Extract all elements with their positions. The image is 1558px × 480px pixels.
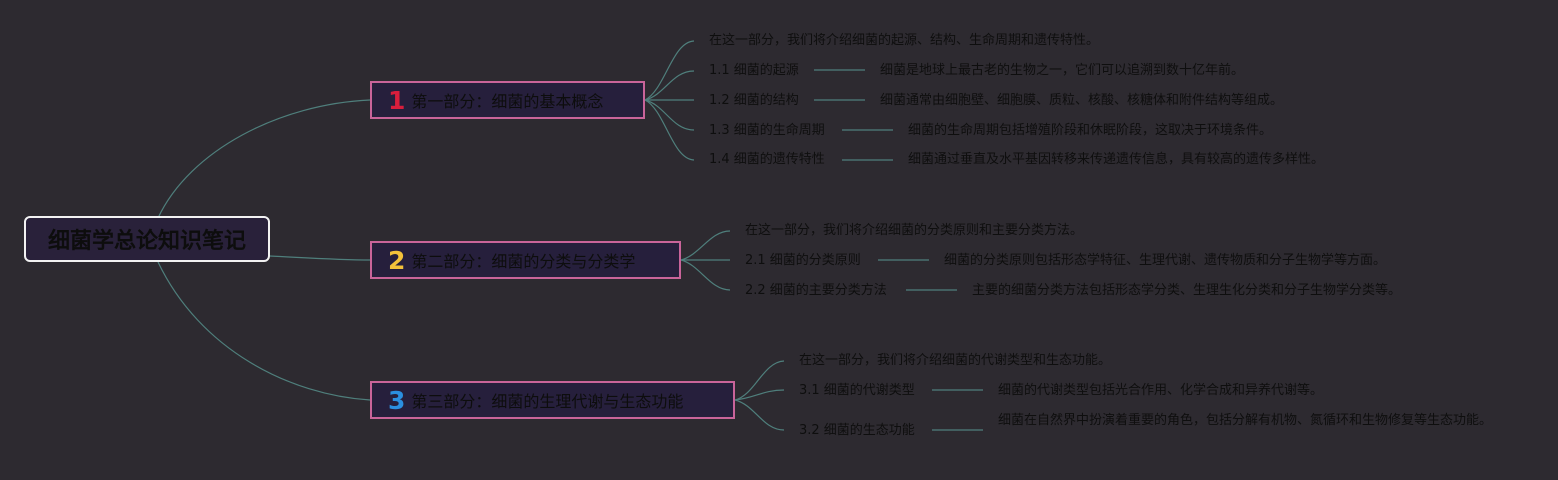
branch-title-2: 第二部分：细菌的分类与分类学: [411, 252, 636, 271]
connector-b1-intro: [644, 40, 695, 101]
connector-b2-intro: [680, 230, 731, 261]
leaf-b2-sub1-label[interactable]: 2.1 细菌的分类原则: [745, 253, 861, 268]
branch-node-2[interactable]: 2 第二部分：细菌的分类与分类学: [370, 241, 681, 279]
leaf-b1-sub2-detail[interactable]: 细菌通常由细胞壁、细胞膜、质粒、核酸、核糖体和附件结构等组成。: [880, 93, 1284, 108]
connector-b3-intro: [734, 360, 785, 401]
connector-b3-sub1: [734, 389, 785, 401]
leaf-b2-sub1-detail[interactable]: 细菌的分类原则包括形态学特征、生理代谢、遗传物质和分子生物学等方面。: [944, 253, 1387, 268]
leaf-b1-sub3-detail[interactable]: 细菌的生命周期包括增殖阶段和休眠阶段，这取决于环境条件。: [908, 123, 1273, 138]
branch-title-1: 第一部分：细菌的基本概念: [411, 92, 604, 111]
branch-node-3[interactable]: 3 第三部分：细菌的生理代谢与生态功能: [370, 381, 735, 419]
connector-b2-sub2: [680, 259, 731, 291]
leaf-b1-sub4-detail[interactable]: 细菌通过垂直及水平基因转移来传递遗传信息，具有较高的遗传多样性。: [908, 152, 1325, 167]
leaf-b1-sub1-detail[interactable]: 细菌是地球上最古老的生物之一，它们可以追溯到数十亿年前。: [880, 63, 1245, 78]
root-title: 细菌学总论知识笔记: [47, 229, 246, 254]
leaf-b3-sub1-label[interactable]: 3.1 细菌的代谢类型: [799, 383, 915, 398]
leaf-b1-sub4-label[interactable]: 1.4 细菌的遗传特性: [709, 152, 825, 167]
leaf-b2-intro[interactable]: 在这一部分，我们将介绍细菌的分类原则和主要分类方法。: [745, 223, 1084, 238]
connector-b1-sub3: [644, 99, 695, 131]
connector-b1-sub1: [644, 70, 695, 101]
leaf-b1-intro[interactable]: 在这一部分，我们将介绍细菌的起源、结构、生命周期和遗传特性。: [709, 33, 1100, 48]
connector-root-branch-2: [269, 255, 371, 261]
number-badge-2: 2: [388, 245, 406, 275]
root-node[interactable]: 细菌学总论知识笔记: [24, 216, 270, 262]
leaf-b2-sub2-label[interactable]: 2.2 细菌的主要分类方法: [745, 283, 887, 298]
leaf-b1-sub3-label[interactable]: 1.3 细菌的生命周期: [709, 123, 825, 138]
branch-title-3: 第三部分：细菌的生理代谢与生态功能: [411, 392, 684, 411]
leaf-b1-sub1-label[interactable]: 1.1 细菌的起源: [709, 63, 799, 78]
leaf-b3-intro[interactable]: 在这一部分，我们将介绍细菌的代谢类型和生态功能。: [799, 353, 1112, 368]
leaf-b3-sub2-detail[interactable]: 细菌在自然界中扮演着重要的角色，包括分解有机物、氮循环和生物修复等生态功能。: [998, 413, 1493, 428]
leaf-b3-sub2-label[interactable]: 3.2 细菌的生态功能: [799, 423, 915, 438]
connector-b3-sub2: [734, 399, 785, 431]
number-badge-3: 3: [388, 385, 406, 415]
connector-b1-sub4: [644, 99, 695, 161]
connector-root-branch-3: [157, 261, 371, 401]
branch-node-1[interactable]: 1 第一部分：细菌的基本概念: [370, 81, 645, 119]
connector-root-branch-1: [157, 99, 371, 219]
number-badge-1: 1: [388, 85, 406, 115]
leaf-b3-sub1-detail[interactable]: 细菌的代谢类型包括光合作用、化学合成和异养代谢等。: [998, 383, 1324, 398]
leaf-b2-sub2-detail[interactable]: 主要的细菌分类方法包括形态学分类、生理生化分类和分子生物学分类等。: [972, 283, 1402, 298]
leaf-b1-sub2-label[interactable]: 1.2 细菌的结构: [709, 93, 799, 108]
